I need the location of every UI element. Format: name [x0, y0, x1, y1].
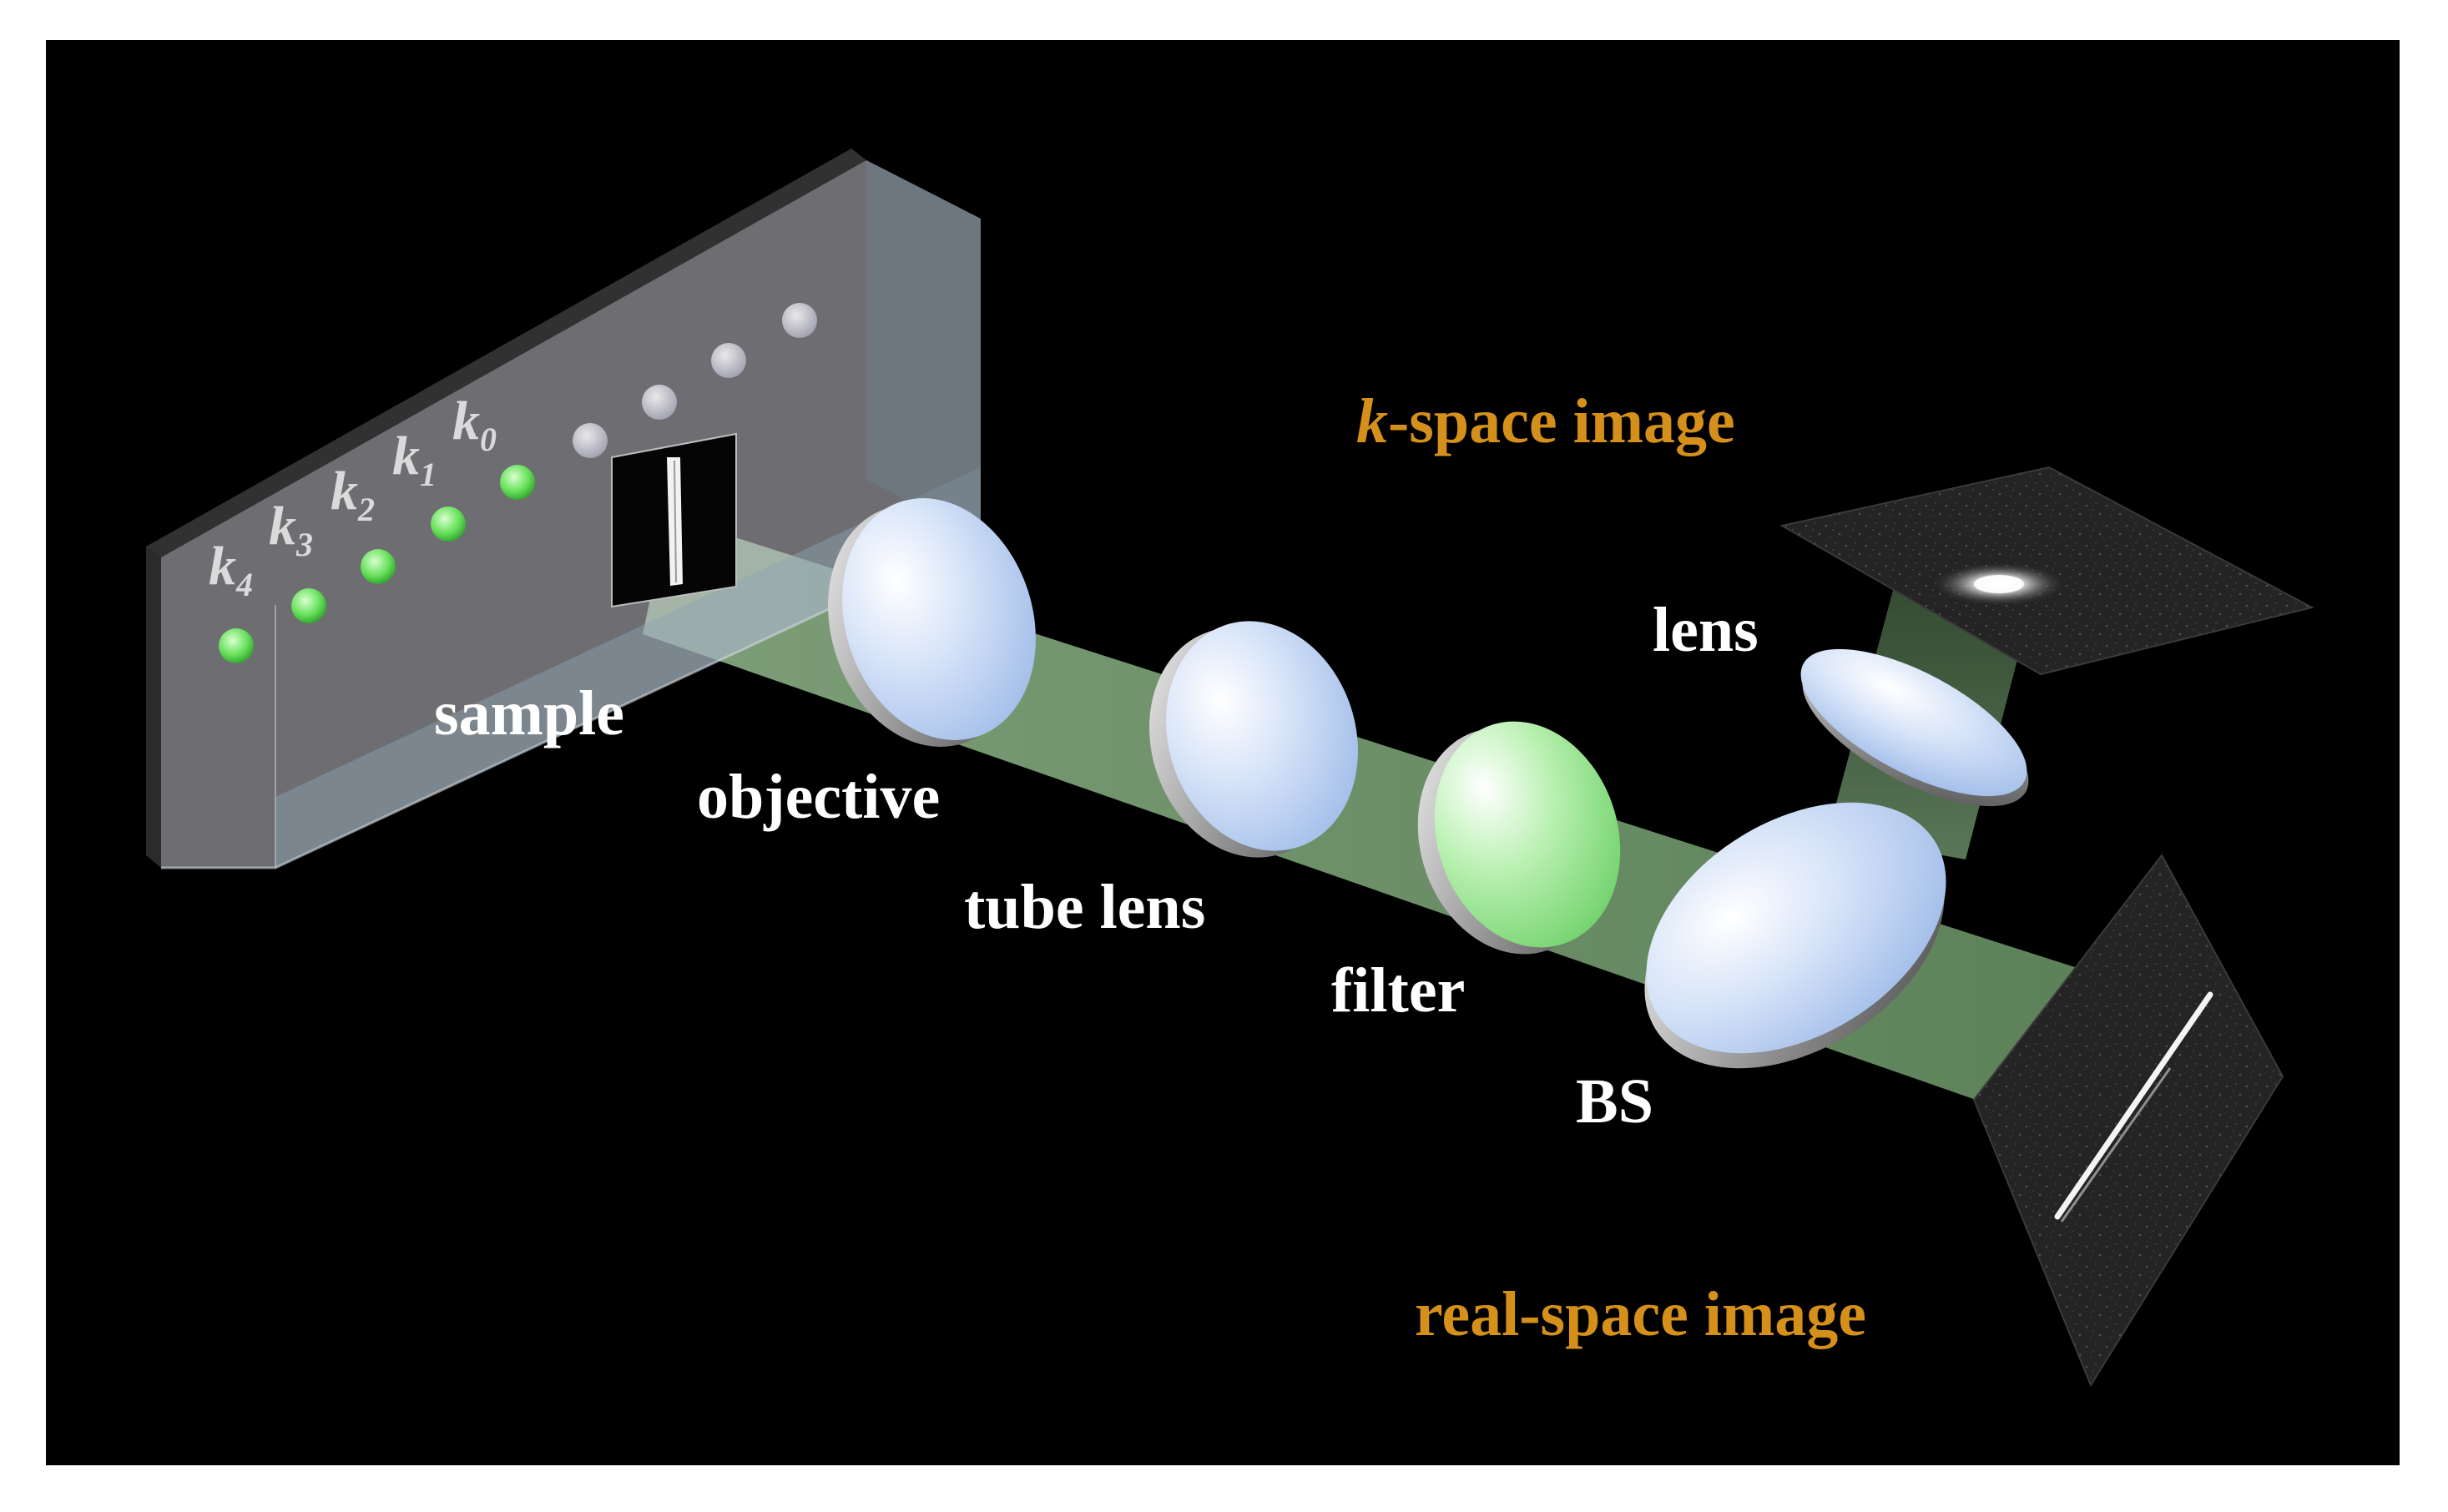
- k-label: k4: [209, 536, 253, 603]
- realspace-image-screen: [1972, 854, 2284, 1388]
- spot-white: [573, 423, 608, 458]
- kspace-image-screen: [1779, 466, 2314, 676]
- spot-green: [431, 507, 466, 542]
- filter-element: [1417, 721, 1621, 955]
- k-label: k2: [331, 461, 375, 528]
- objective-lens: [828, 498, 1036, 747]
- spot-white: [782, 303, 817, 338]
- k-label: k1: [392, 426, 437, 493]
- beam-splitter: [1644, 802, 1946, 1069]
- label-filter: filter: [1331, 955, 1465, 1026]
- sample-spots: [219, 303, 817, 663]
- tube-lens: [1149, 621, 1358, 858]
- spot-green: [291, 588, 326, 623]
- spot-green: [219, 628, 254, 663]
- label-lens: lens: [1653, 595, 1759, 665]
- label-kspace-image: k-space image: [1356, 386, 1735, 456]
- spot-white: [642, 385, 677, 420]
- sample-chip: [146, 149, 982, 869]
- spot-green: [500, 465, 535, 500]
- k-label: k0: [452, 391, 497, 458]
- k-label: k3: [269, 496, 313, 563]
- label-sample: sample: [434, 678, 624, 748]
- k-labels: k4 k3 k2 k1 k0: [209, 391, 497, 603]
- label-objective: objective: [697, 762, 940, 832]
- spot-green: [361, 549, 396, 584]
- label-tube-lens: tube lens: [964, 872, 1205, 942]
- label-realspace-image: real-space image: [1415, 1279, 1866, 1349]
- sample-image-inset: [611, 432, 737, 608]
- spot-white: [711, 343, 746, 378]
- label-bs: BS: [1576, 1066, 1653, 1137]
- kspace-lens: [1800, 648, 2029, 807]
